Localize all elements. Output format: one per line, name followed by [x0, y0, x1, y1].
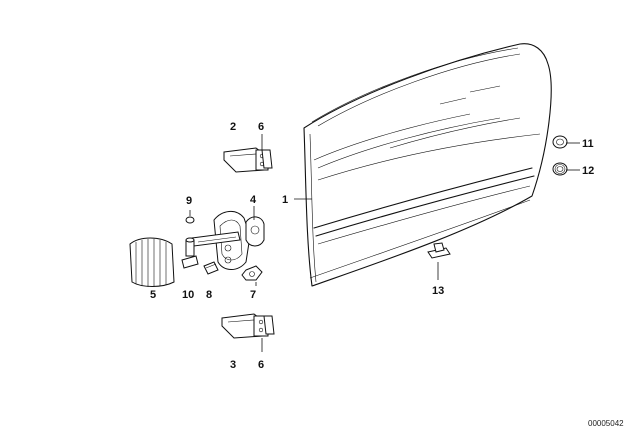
leader-lines [189, 134, 580, 352]
bush [181, 255, 199, 269]
callout-10: 10 [182, 289, 194, 301]
clip-lower [263, 315, 275, 335]
callout-1: 1 [282, 194, 288, 206]
callout-11: 11 [582, 138, 594, 150]
callout-13: 13 [432, 285, 444, 297]
upper-hinge [223, 147, 269, 173]
bolt [203, 261, 219, 275]
nut [241, 265, 263, 281]
callout-6-lower: 6 [258, 359, 264, 371]
door-panel [303, 43, 552, 287]
rubber-bellows [129, 237, 175, 287]
door-check [191, 211, 265, 270]
callout-8: 8 [206, 289, 212, 301]
callout-7: 7 [250, 289, 256, 301]
callout-12: 12 [582, 165, 594, 177]
grommet-12 [552, 162, 568, 176]
clip-13 [427, 242, 451, 259]
lower-hinge [221, 313, 269, 339]
callout-9: 9 [186, 195, 192, 207]
hinge-pin [185, 216, 195, 257]
callout-labels: 1 2 6 4 9 5 10 8 7 3 6 11 12 13 [150, 121, 594, 371]
callout-2: 2 [230, 121, 236, 133]
callout-5: 5 [150, 289, 156, 301]
callout-6-upper: 6 [258, 121, 264, 133]
clip-upper [261, 149, 273, 169]
image-code: 00005042 [588, 419, 624, 428]
callout-3: 3 [230, 359, 236, 371]
callout-4: 4 [250, 194, 257, 206]
grommet-11 [552, 135, 568, 149]
